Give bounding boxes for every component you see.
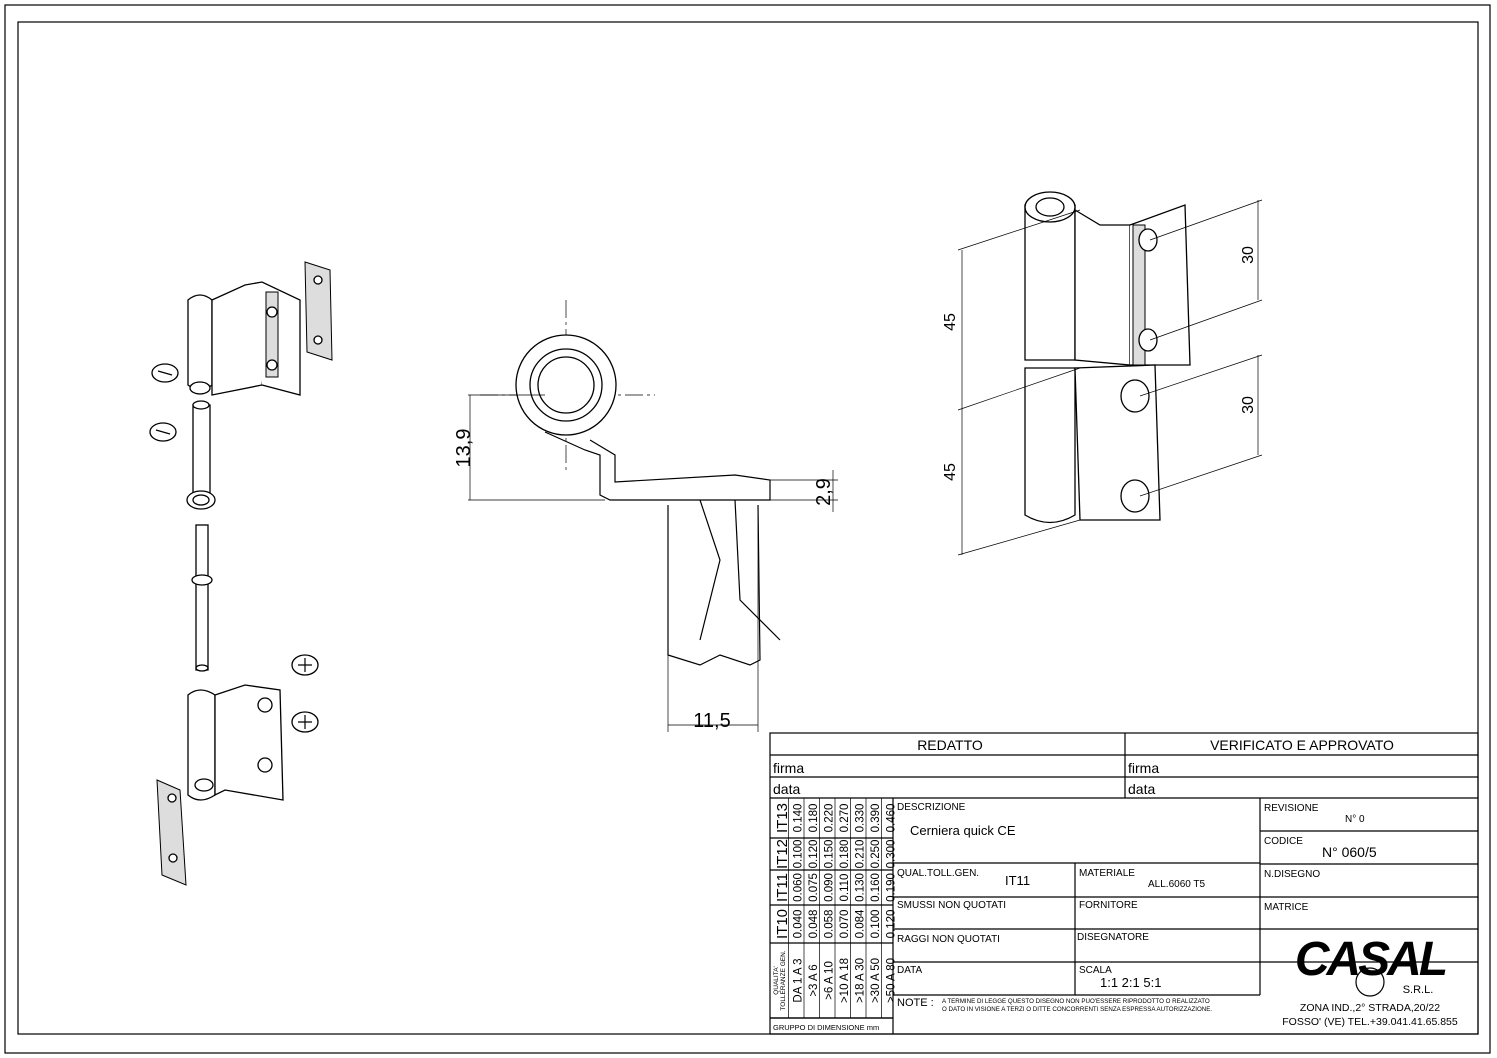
verificato-label: VERIFICATO E APPROVATO — [1210, 737, 1394, 753]
raggi-label: RAGGI NON QUOTATI — [897, 934, 1000, 945]
tolerance-footer: GRUPPO DI DIMENSIONE mm — [773, 1023, 879, 1032]
casal-logo: CASAL S.R.L. ZONA IND.,2° STRADA,20/22 F… — [1282, 933, 1458, 1028]
data-label: DATA — [897, 965, 923, 976]
tolerance-value: 0.120 — [885, 910, 897, 939]
codice-value: N° 060/5 — [1322, 844, 1377, 860]
tolerance-value: 0.110 — [839, 874, 851, 902]
dim-section-height: 13,9 — [453, 429, 475, 468]
descrizione-label: DESCRIZIONE — [897, 802, 966, 813]
size-group-label: DA 1 A 3 — [792, 958, 804, 1002]
tolerance-grade-label: IT11 — [774, 873, 791, 902]
inner-frame — [17, 21, 1479, 1035]
tolerance-value: 0.460 — [885, 804, 897, 833]
materiale-value: ALL.6060 T5 — [1148, 879, 1206, 890]
fornitore-label: FORNITORE — [1079, 900, 1138, 911]
lower-plate — [156, 779, 187, 886]
descrizione-value: Cerniera quick CE — [910, 823, 1016, 838]
tolerance-grade-label: IT12 — [774, 839, 791, 869]
revisione-label: REVISIONE — [1264, 803, 1319, 814]
tolerance-value: 0.090 — [823, 873, 835, 902]
disegnatore-label: DISEGNATORE — [1077, 932, 1149, 943]
section-view: 13,9 2,9 11,5 — [453, 300, 838, 732]
dim-section-thickness: 2,9 — [813, 478, 835, 506]
title-block: REDATTO VERIFICATO E APPROVATO firma fir… — [769, 732, 1479, 1035]
upper-hinge-leaf — [187, 281, 301, 396]
tolerance-value: 0.140 — [792, 804, 804, 833]
size-group-label: >18 A 30 — [854, 958, 866, 1003]
materiale-label: MATERIALE — [1079, 868, 1135, 879]
dim-iso-lower-holes: 30 — [1240, 396, 1257, 414]
tolerance-value: 0.270 — [839, 804, 851, 833]
tolerance-grade-label: IT13 — [774, 803, 791, 833]
firma-right: firma — [1128, 760, 1159, 776]
tolerance-value: 0.040 — [792, 910, 804, 939]
tolerance-header-line-2: TOLLERANZE GEN. — [780, 950, 787, 1010]
tolerance-value: 0.070 — [839, 910, 851, 939]
size-group-label: >3 A 6 — [808, 964, 820, 996]
company-contact: FOSSO' (VE) TEL.+39.041.41.65.855 — [1282, 1016, 1458, 1028]
ndisegno-label: N.DISEGNO — [1264, 869, 1320, 880]
pin — [191, 524, 213, 672]
tolerance-value: 0.220 — [823, 804, 835, 833]
firma-left: firma — [773, 760, 804, 776]
matrice-label: MATRICE — [1264, 902, 1309, 913]
tolerance-value: 0.075 — [808, 873, 820, 902]
tolerance-value: 0.100 — [870, 910, 882, 939]
tolerance-value: 0.180 — [808, 804, 820, 833]
data-left: data — [773, 781, 800, 797]
note-line-1: A TERMINE DI LEGGE QUESTO DISEGNO NON PU… — [942, 998, 1210, 1005]
size-group-label: >30 A 50 — [870, 958, 882, 1003]
upper-plate — [304, 261, 333, 361]
tolerance-value: 0.150 — [823, 840, 835, 869]
scala-label: SCALA — [1079, 965, 1112, 976]
tolerance-value: 0.060 — [792, 873, 804, 902]
tolerance-value: 0.250 — [870, 840, 882, 869]
note-line-2: O DATO IN VISIONE A TERZI O DITTE CONCOR… — [942, 1006, 1212, 1013]
tolerance-header-line-1: QUALITA' — [773, 966, 780, 995]
tolerance-value: 0.160 — [870, 873, 882, 902]
tolerance-value: 0.180 — [839, 840, 851, 869]
logo-text: CASAL — [1295, 933, 1446, 986]
tolerance-grade-label: IT10 — [774, 909, 791, 939]
tolerance-value: 0.390 — [870, 804, 882, 833]
tolerance-value: 0.330 — [854, 804, 866, 833]
size-group-label: >10 A 18 — [839, 958, 851, 1003]
size-group-label: >6 A 10 — [823, 961, 835, 1000]
data-right: data — [1128, 781, 1155, 797]
screw-icon — [149, 363, 319, 733]
exploded-view — [149, 261, 333, 886]
revisione-value: N° 0 — [1345, 814, 1365, 825]
bushing — [186, 400, 216, 510]
dim-section-width: 11,5 — [693, 710, 730, 732]
dim-iso-lower-height: 45 — [942, 463, 959, 481]
company-address: ZONA IND.,2° STRADA,20/22 — [1300, 1002, 1440, 1014]
redatto-label: REDATTO — [917, 737, 983, 753]
size-group-label: >50 A 80 — [885, 958, 897, 1003]
smussi-label: SMUSSI NON QUOTATI — [897, 900, 1006, 911]
note-label: NOTE : — [897, 997, 934, 1009]
tolerance-value: 0.300 — [885, 840, 897, 869]
tolerance-value: 0.084 — [854, 909, 866, 938]
tolerance-value: 0.120 — [808, 840, 820, 869]
tolerance-value: 0.100 — [792, 840, 804, 869]
company-suffix: S.R.L. — [1403, 984, 1434, 996]
dim-iso-upper-height: 45 — [942, 313, 959, 331]
isometric-view: 45 45 30 30 — [942, 191, 1263, 556]
tolerance-value: 0.048 — [808, 910, 820, 939]
tolerance-value: 0.058 — [823, 910, 835, 939]
tolerance-value: 0.130 — [854, 873, 866, 902]
outer-frame — [4, 4, 1491, 1054]
tolerance-value: 0.190 — [885, 873, 897, 902]
qual-toll-value: IT11 — [1005, 873, 1030, 888]
codice-label: CODICE — [1264, 836, 1303, 847]
scala-value: 1:1 2:1 5:1 — [1100, 975, 1161, 990]
dim-iso-upper-holes: 30 — [1240, 246, 1257, 264]
qual-toll-label: QUAL.TOLL.GEN. — [897, 868, 979, 879]
lower-hinge-leaf — [187, 684, 284, 801]
tolerance-value: 0.210 — [854, 840, 866, 869]
